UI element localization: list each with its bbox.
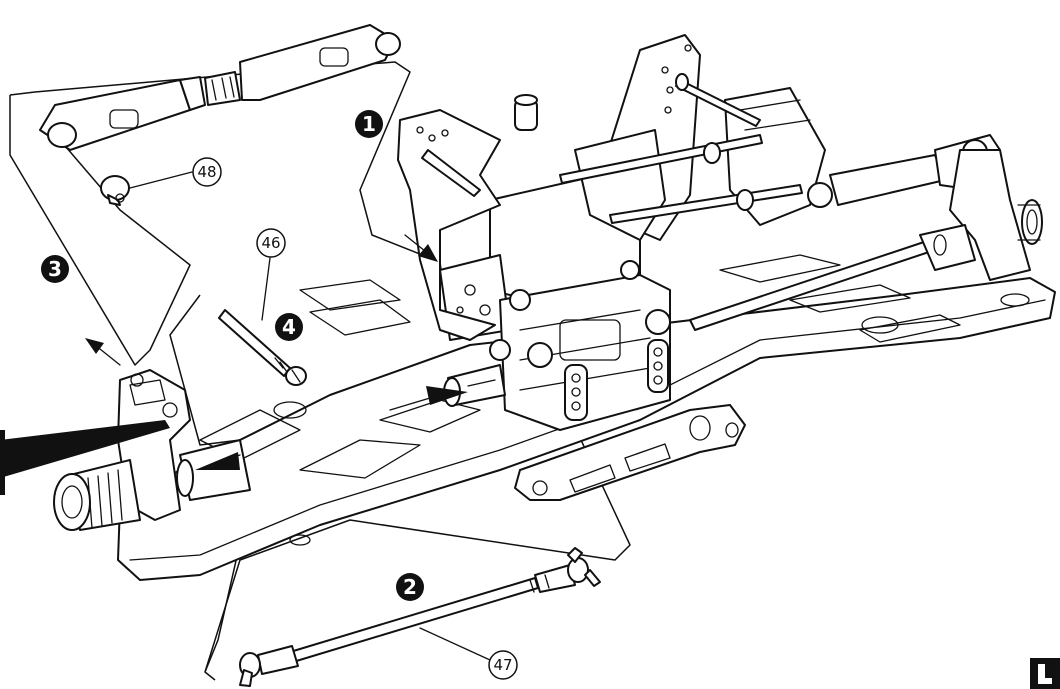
guide-panel-top-link — [9, 61, 446, 301]
gearbox-hole-plate-a — [564, 364, 588, 421]
bulkhead-pin — [421, 149, 481, 197]
right-hub-carrier — [949, 149, 1043, 281]
arrow-from-left-edge — [0, 420, 170, 495]
hinge-pin-upper — [559, 134, 763, 184]
chassis-cutouts — [199, 254, 1030, 546]
step-marker-3: 3 — [41, 255, 69, 283]
arrow-to-bulkhead — [404, 234, 438, 262]
upper-link-rod — [39, 24, 401, 151]
leader-48 — [129, 171, 193, 189]
mount-post-a — [514, 94, 538, 131]
leader-46 — [261, 257, 271, 321]
arrow-up-left — [85, 338, 121, 366]
svg-text:48: 48 — [197, 163, 216, 181]
arm-cutouts — [532, 415, 739, 496]
drive-shaft-part — [239, 547, 601, 687]
hinge-pin-part — [218, 309, 307, 386]
bulkhead-holes — [416, 126, 491, 316]
step-marker-1: 1 — [355, 110, 383, 138]
svg-text:47: 47 — [493, 656, 512, 674]
svg-text:2: 2 — [403, 575, 417, 599]
svg-text:4: 4 — [282, 315, 296, 339]
lower-suspension-arm — [514, 404, 746, 501]
part-callout-48: 48 — [192, 157, 222, 187]
svg-text:1: 1 — [362, 112, 376, 136]
part-callout-46: 46 — [256, 228, 286, 258]
hinge-pin-lower — [609, 184, 803, 224]
guide-panel-left-hub — [9, 95, 191, 366]
left-stub-axle — [53, 459, 141, 531]
bulkhead-plate — [397, 109, 501, 341]
gearbox-housing — [439, 174, 671, 431]
installed-drive-shaft — [689, 224, 976, 331]
gearbox-hole-plate-b — [647, 339, 669, 393]
part-callout-47: 47 — [488, 650, 518, 680]
step-marker-2: 2 — [396, 573, 424, 601]
leader-47 — [419, 627, 491, 661]
pivot-ball — [100, 175, 130, 206]
page-tab-marker — [1030, 658, 1060, 689]
step-marker-4: 4 — [275, 313, 303, 341]
arrow-to-left-cup — [195, 452, 241, 470]
shock-tower-holes — [661, 44, 692, 114]
svg-text:3: 3 — [48, 257, 62, 281]
arrow-to-cup — [389, 386, 468, 411]
tower-pin — [675, 73, 761, 127]
svg-text:46: 46 — [261, 234, 280, 252]
bracket-detail — [739, 99, 811, 131]
chassis-plate — [117, 277, 1056, 581]
